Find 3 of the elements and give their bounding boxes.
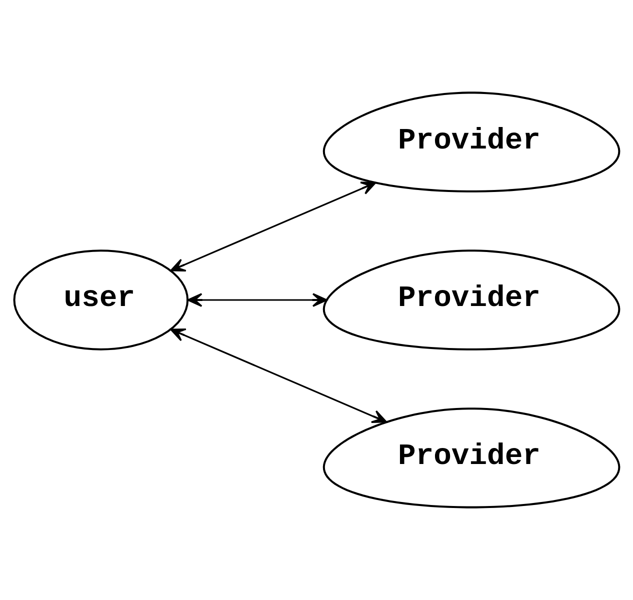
arrow [170, 328, 388, 423]
arrow [170, 182, 376, 272]
arrow [187, 293, 328, 307]
